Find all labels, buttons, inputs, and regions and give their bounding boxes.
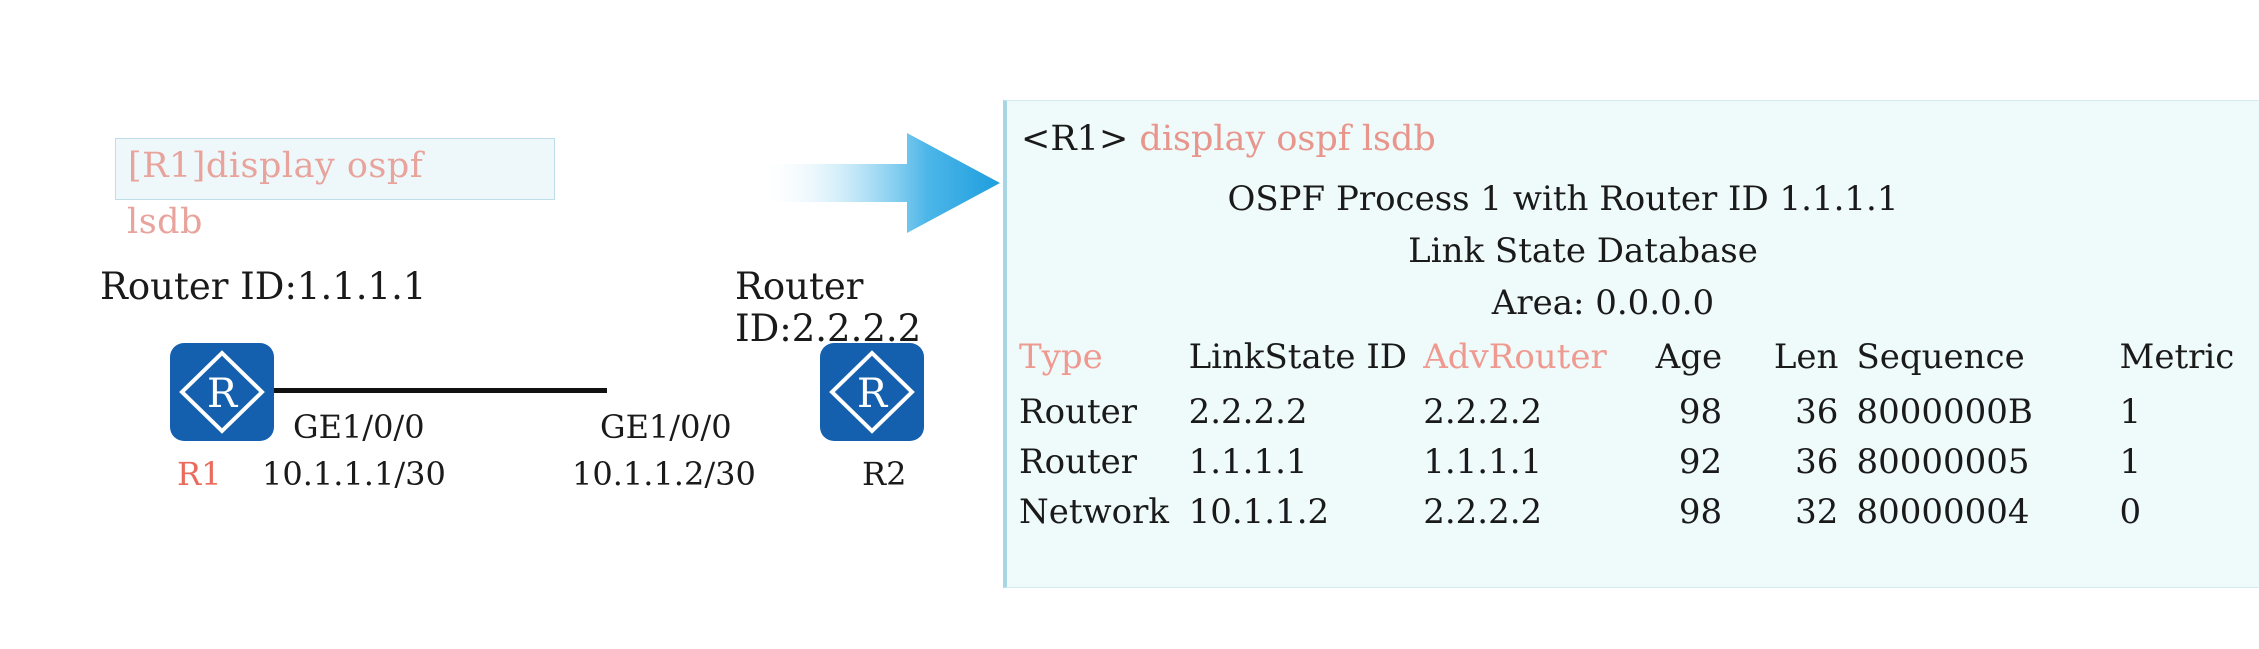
area-heading: Area: 0.0.0.0 bbox=[1491, 283, 1715, 323]
router-id-label-r1: Router ID:1.1.1.1 bbox=[100, 265, 427, 308]
address-label-r1: 10.1.1.1/30 bbox=[262, 455, 446, 493]
terminal-output-panel: <R1> display ospf lsdb OSPF Process 1 wi… bbox=[1003, 100, 2259, 588]
column-header-len: Len bbox=[1773, 337, 1839, 377]
address-label-r2: 10.1.1.2/30 bbox=[572, 455, 756, 493]
table-header-row: Type LinkState ID AdvRouter Age Len Sequ… bbox=[1019, 333, 2259, 387]
terminal-prompt-command: display ospf lsdb bbox=[1139, 119, 1436, 159]
device-label-r2: R2 bbox=[862, 455, 907, 493]
cell-advrouter: 1.1.1.1 bbox=[1423, 442, 1543, 482]
right-arrow-icon bbox=[757, 128, 1002, 238]
cell-type: Router bbox=[1019, 442, 1138, 482]
terminal-prompt-line: <R1> display ospf lsdb bbox=[1021, 119, 1436, 159]
cell-linkstate-id: 10.1.1.2 bbox=[1188, 492, 1330, 532]
cell-len: 36 bbox=[1795, 392, 1839, 432]
column-header-sequence: Sequence bbox=[1856, 337, 2025, 377]
router-id-label-r2-line2: ID:2.2.2.2 bbox=[735, 307, 922, 350]
cell-age: 98 bbox=[1678, 392, 1723, 432]
cell-metric: 0 bbox=[2119, 492, 2142, 532]
cell-age: 98 bbox=[1678, 492, 1723, 532]
cell-advrouter: 2.2.2.2 bbox=[1423, 492, 1543, 532]
interface-label-r1: GE1/0/0 bbox=[293, 408, 425, 446]
interface-label-r2: GE1/0/0 bbox=[600, 408, 732, 446]
cell-sequence: 80000004 bbox=[1856, 492, 2030, 532]
cell-metric: 1 bbox=[2119, 442, 2142, 482]
link-state-database-heading: Link State Database bbox=[1408, 231, 1758, 271]
terminal-prompt-host: <R1> bbox=[1021, 119, 1129, 159]
cell-type: Router bbox=[1019, 392, 1138, 432]
router-icon: R bbox=[170, 343, 274, 441]
cell-len: 32 bbox=[1795, 492, 1839, 532]
svg-text:R: R bbox=[207, 371, 239, 417]
lsdb-table: Type LinkState ID AdvRouter Age Len Sequ… bbox=[1019, 333, 2259, 537]
table-row: Router 2.2.2.2 2.2.2.2 98 36 8000000B 1 bbox=[1019, 387, 2259, 437]
table-row: Network 10.1.1.2 2.2.2.2 98 32 80000004 … bbox=[1019, 487, 2259, 537]
command-text-line2: lsdb bbox=[127, 202, 203, 242]
cell-advrouter: 2.2.2.2 bbox=[1423, 392, 1543, 432]
cell-linkstate-id: 2.2.2.2 bbox=[1188, 392, 1308, 432]
network-diagram-panel: [R1]display ospf lsdb Router ID:1.1.1.1 … bbox=[0, 0, 1000, 649]
cell-len: 36 bbox=[1795, 442, 1839, 482]
cell-metric: 1 bbox=[2119, 392, 2142, 432]
column-header-age: Age bbox=[1655, 337, 1723, 377]
column-header-advrouter: AdvRouter bbox=[1423, 337, 1607, 377]
column-header-linkstate-id: LinkState ID bbox=[1188, 337, 1408, 377]
command-callout-box: [R1]display ospf bbox=[115, 138, 555, 200]
router-id-label-r2-line1: Router bbox=[735, 265, 864, 308]
column-header-type: Type bbox=[1019, 337, 1103, 377]
column-header-metric: Metric bbox=[2119, 337, 2235, 377]
cell-sequence: 8000000B bbox=[1856, 392, 2033, 432]
router-icon: R bbox=[820, 343, 924, 441]
cell-age: 92 bbox=[1678, 442, 1723, 482]
svg-text:R: R bbox=[857, 371, 889, 417]
cell-linkstate-id: 1.1.1.1 bbox=[1188, 442, 1308, 482]
cell-sequence: 80000005 bbox=[1856, 442, 2030, 482]
command-text-line1: [R1]display ospf bbox=[128, 146, 424, 186]
device-label-r1: R1 bbox=[177, 455, 222, 493]
table-row: Router 1.1.1.1 1.1.1.1 92 36 80000005 1 bbox=[1019, 437, 2259, 487]
ospf-process-heading: OSPF Process 1 with Router ID 1.1.1.1 bbox=[1227, 179, 1899, 219]
link-connection-line bbox=[272, 388, 607, 393]
cell-type: Network bbox=[1019, 492, 1169, 532]
